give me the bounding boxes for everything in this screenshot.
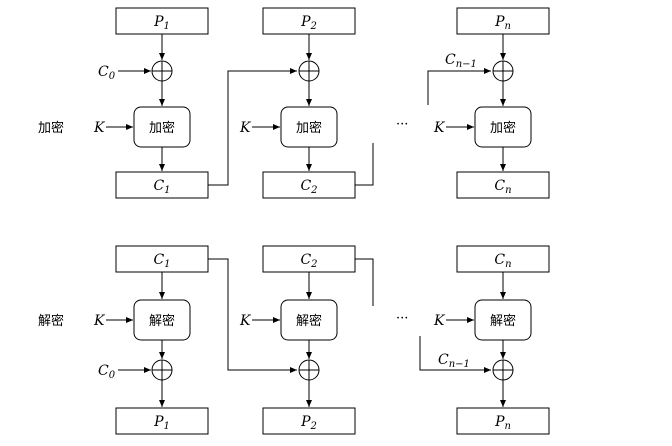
decrypt-row-label: 解密 [38,313,64,329]
dec-cipher-box-1 [115,245,209,273]
enc-cipher-box-n [456,171,550,199]
enc-cipher-label-n: Cn [494,178,511,196]
enc-key-label-1: K [93,120,106,136]
dec-plaintext-box-2 [262,407,356,435]
dec-cn1-label: Cn−1 [438,352,470,370]
enc-cipher-label-1: C1 [153,178,170,196]
dec-cipher-label-1: C1 [153,252,170,270]
encrypt-row-label: 加密 [38,120,64,136]
dec-plaintext-label-2: P2 [300,414,317,432]
dec-chain-1 [208,258,297,373]
enc-key-label-2: K [239,120,252,136]
enc-block-label-1: 加密 [149,120,175,136]
enc-chain-n [427,68,491,105]
dec-chain-n [419,336,491,373]
dec-key-label-1: K [93,313,106,329]
enc-plaintext-box-2 [262,7,356,35]
dec-ellipsis: ··· [396,311,408,326]
enc-cipher-box-2 [262,171,356,199]
enc-ellipsis: ··· [396,117,408,132]
enc-iv-label: C0 [98,64,116,82]
enc-plaintext-box-1 [115,7,209,35]
dec-cipher-label-n: Cn [494,252,511,270]
dec-block-label-n: 解密 [490,313,516,329]
enc-plaintext-label-1: P1 [153,14,170,32]
dec-plaintext-label-1: P1 [153,414,170,432]
enc-block-label-2: 加密 [296,120,322,136]
enc-chain-1 [208,68,297,186]
dec-cipher-label-2: C2 [300,252,317,270]
enc-plaintext-box-n [456,7,550,35]
dec-plaintext-label-n: Pn [494,414,511,432]
enc-plaintext-label-2: P2 [300,14,317,32]
enc-plaintext-label-n: Pn [494,14,511,32]
dec-plaintext-box-1 [115,407,209,435]
dec-iv-label: C0 [98,363,116,381]
dec-key-label-n: K [433,313,446,329]
enc-cn1-label: Cn−1 [445,52,477,70]
dec-plaintext-box-n [456,407,550,435]
enc-key-label-n: K [433,120,446,136]
dec-key-label-2: K [239,313,252,329]
enc-chain-2 [355,143,374,186]
dec-block-label-2: 解密 [296,313,322,329]
dec-chain-2 [355,258,374,306]
enc-block-label-n: 加密 [490,120,516,136]
dec-block-label-1: 解密 [149,313,175,329]
enc-cipher-label-2: C2 [300,178,317,196]
